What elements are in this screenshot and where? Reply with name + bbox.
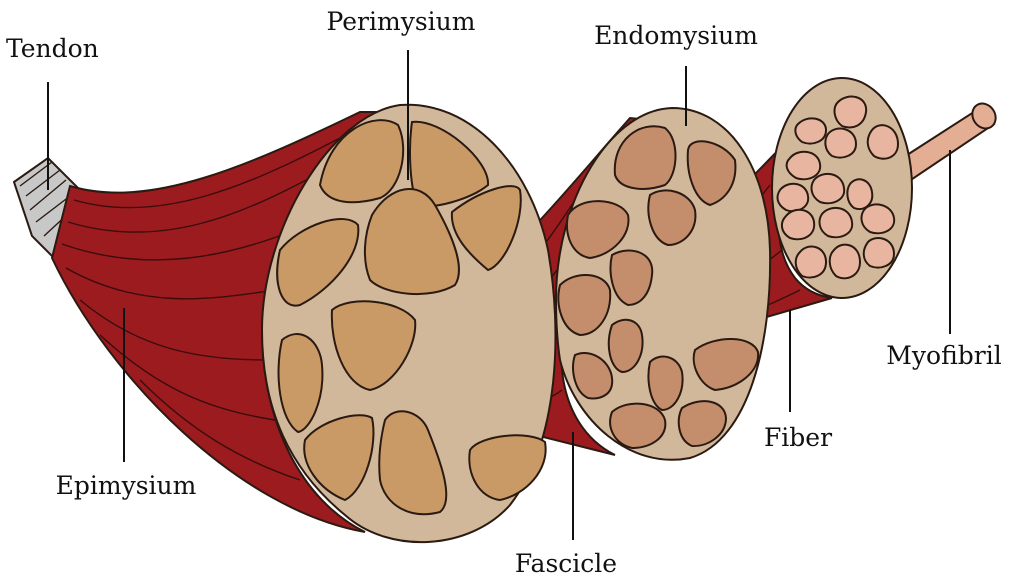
endomysium-label: Endomysium — [594, 21, 758, 50]
perimysium-label: Perimysium — [327, 7, 476, 36]
myofibril-label: Myofibril — [886, 341, 1001, 370]
endomysium-cross-section — [556, 108, 770, 460]
fiber-label: Fiber — [764, 423, 832, 452]
epimysium-label: Epimysium — [56, 471, 197, 500]
fiber-cross-section — [772, 78, 912, 298]
fascicle-label: Fascicle — [515, 549, 617, 578]
tendon-label: Tendon — [6, 34, 99, 63]
